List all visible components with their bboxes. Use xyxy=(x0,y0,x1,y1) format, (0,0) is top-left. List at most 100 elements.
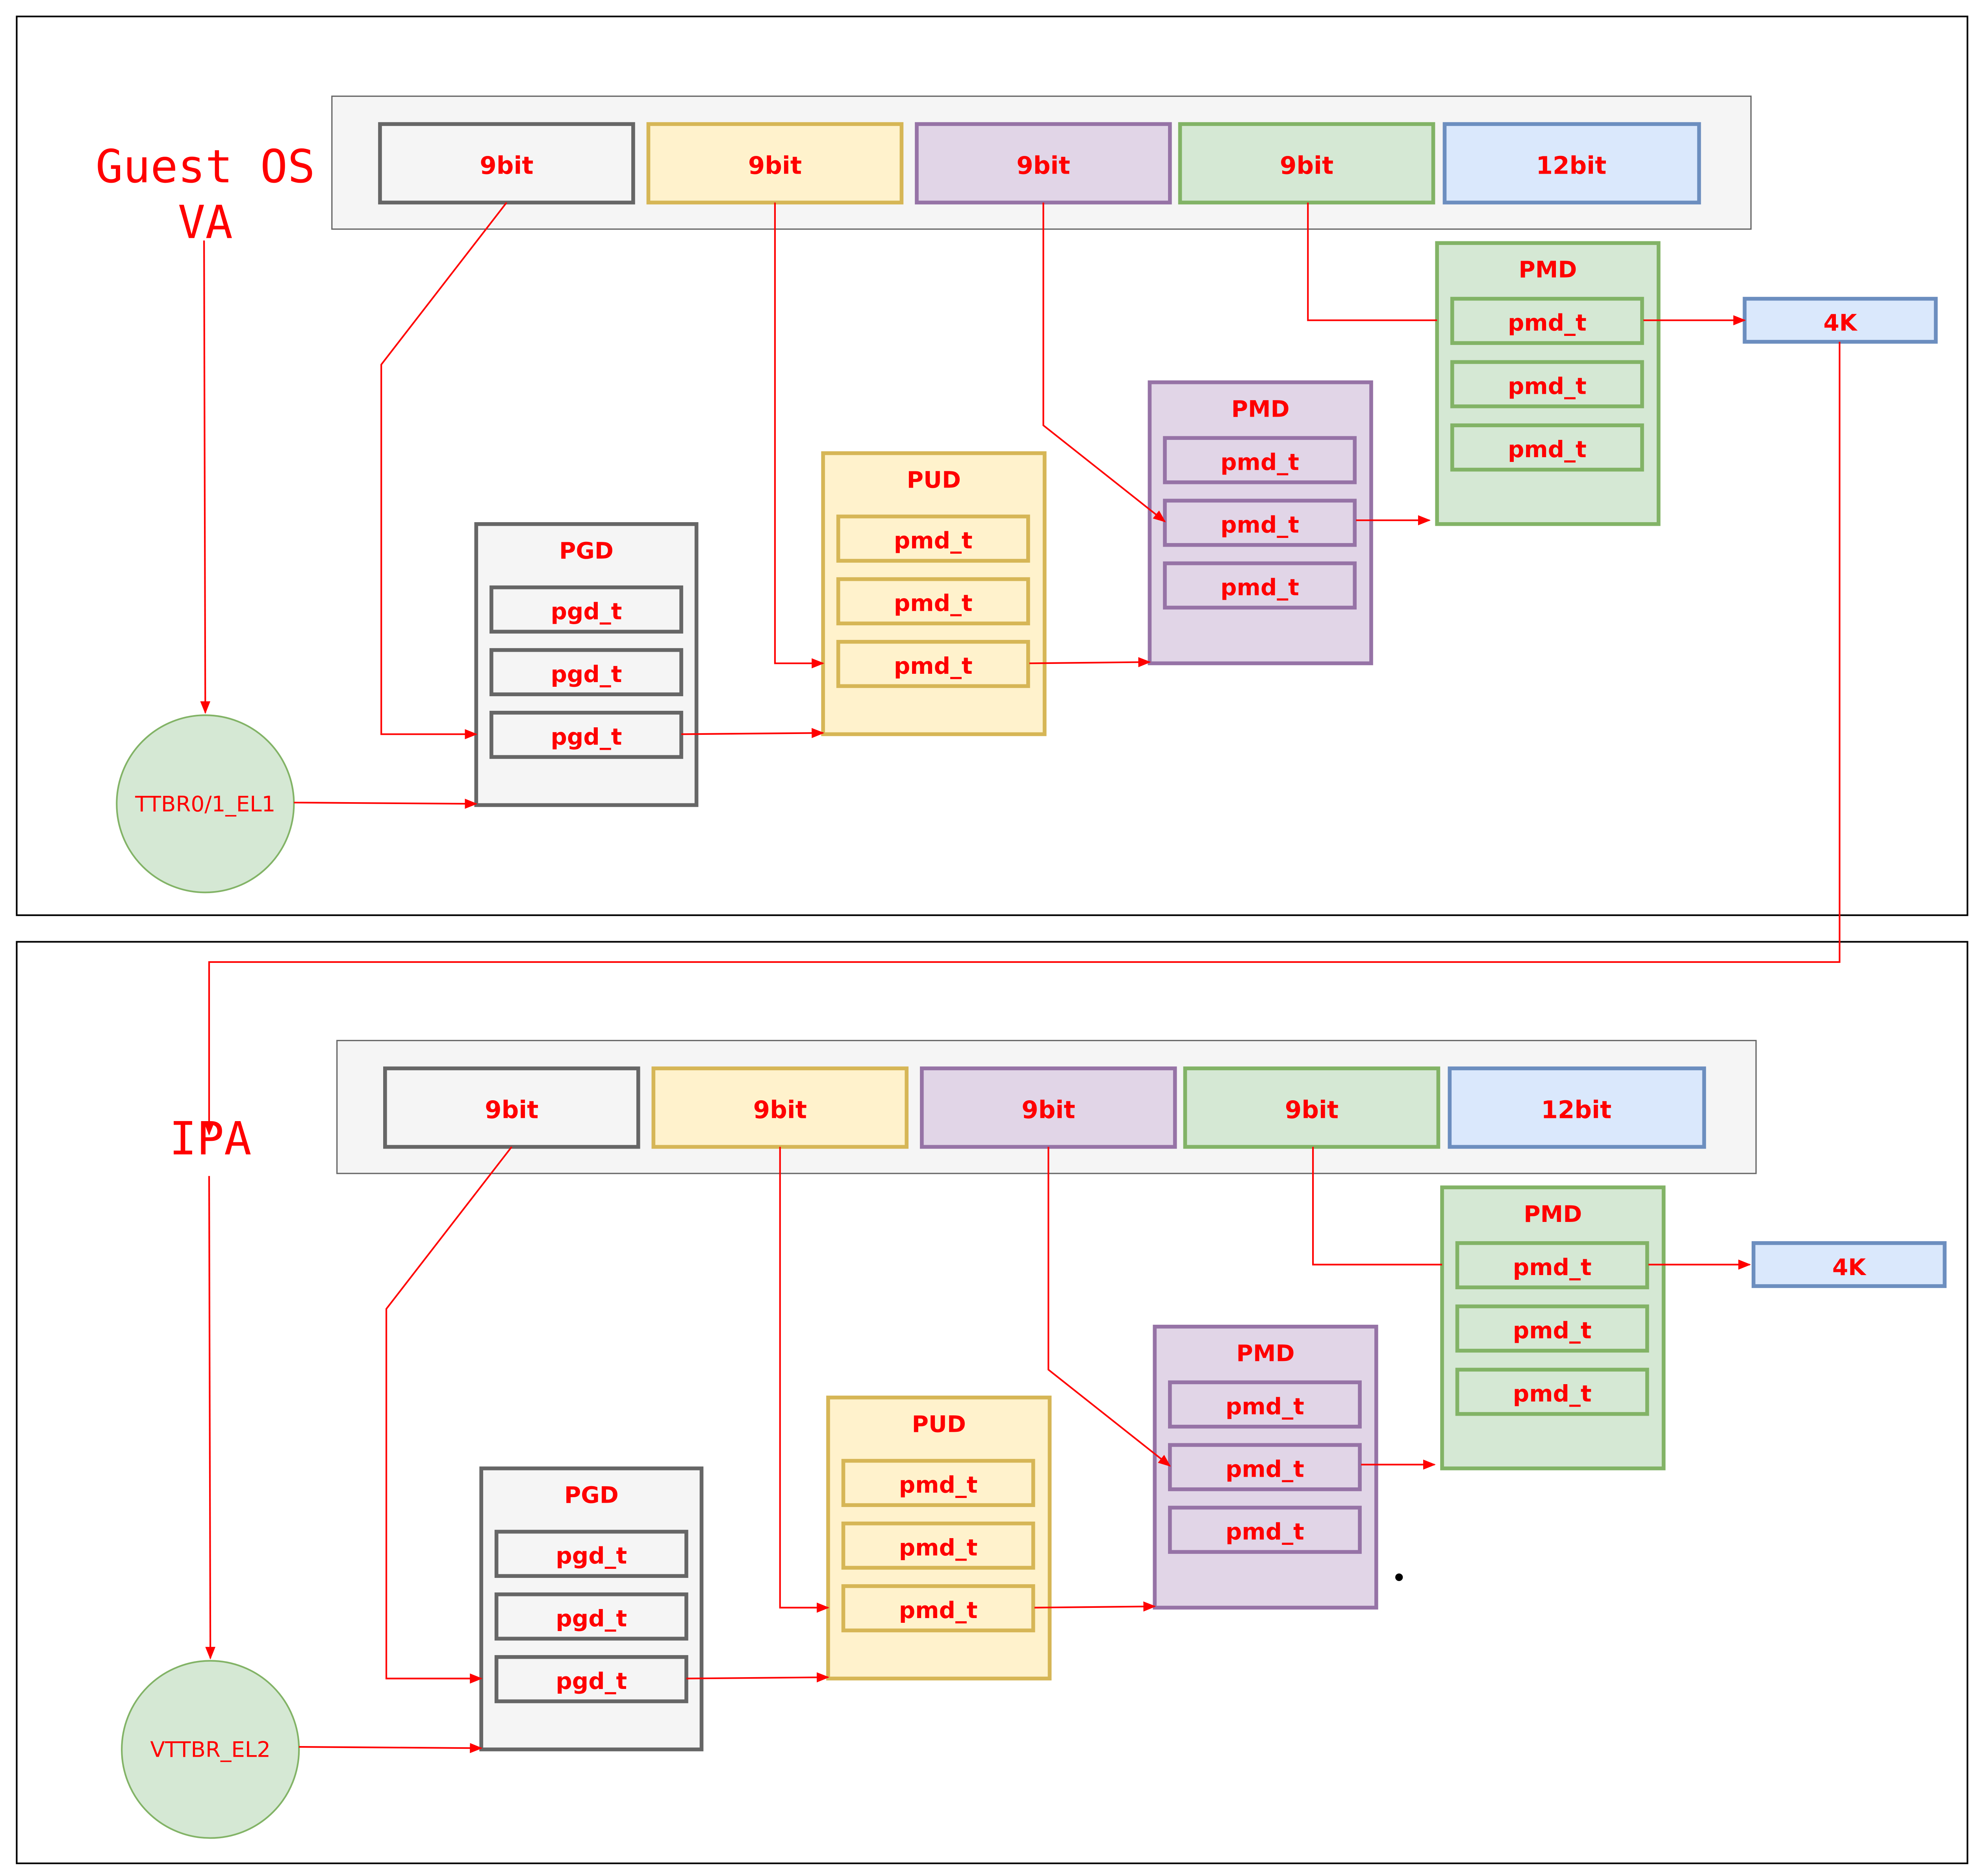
stray-dot xyxy=(1395,1573,1403,1581)
ipa-pud-table-title: PUD xyxy=(912,1411,966,1437)
ipa-address-field-5 xyxy=(1448,1066,1706,1149)
ipa-pmd-last-entry-1 xyxy=(1455,1241,1649,1290)
guest-pgd-to-pud-arrow xyxy=(681,728,825,738)
guest-pgd-entry-label-1: pgd_t xyxy=(551,598,622,625)
ipa-pmd-entry-3 xyxy=(1168,1505,1362,1554)
ipa-pmd-entry-1 xyxy=(1168,1380,1362,1429)
guest-pud-to-pmd-arrow xyxy=(1029,657,1151,667)
ipa-pgd-entry-label-3: pgd_t xyxy=(556,1668,627,1694)
guest-pmd-table-title: PMD xyxy=(1231,395,1290,422)
ipa-address-field-label-5: 12bit xyxy=(1541,1096,1611,1124)
ipa-pmd-last-table-title: PMD xyxy=(1524,1201,1582,1227)
ipa-pgd-entry-label-1: pgd_t xyxy=(556,1542,627,1569)
ipa-page-4k xyxy=(1751,1241,1947,1288)
ipa-pmd-entry-2 xyxy=(1168,1443,1362,1491)
guest-pgd-entry-label-2: pgd_t xyxy=(551,661,622,688)
guest-pgd-entry-2 xyxy=(489,648,683,697)
guest-title-to-register-arrow xyxy=(200,240,211,714)
guest-pud-table-title: PUD xyxy=(907,466,961,493)
guest-pud-entry-2 xyxy=(836,577,1030,625)
ipa-pmd-last-entry-label-3: pmd_t xyxy=(1513,1380,1592,1407)
ipa-address-field-label-4: 9bit xyxy=(1285,1096,1339,1124)
ipa-address-field-label-1: 9bit xyxy=(485,1096,538,1124)
guest-address-field-label-2: 9bit xyxy=(748,152,802,180)
guest-pud-entry-1 xyxy=(836,514,1030,563)
ipa-field1-to-pgd-arrow xyxy=(385,1146,512,1684)
ipa-pmd-last-entry-3 xyxy=(1455,1368,1649,1416)
guest-pmd-last-table-title: PMD xyxy=(1518,256,1577,283)
guest-pmd-entry-1 xyxy=(1163,436,1357,484)
guest-address-field-2 xyxy=(646,122,904,205)
ipa-pud-entry-1 xyxy=(841,1459,1035,1507)
ipa-pgd-entry-3 xyxy=(494,1655,688,1704)
guest-pud-entry-3 xyxy=(836,640,1030,688)
guest-field4-to-pmd-arrow xyxy=(1307,202,1437,321)
ipa-register-to-pgd-arrow xyxy=(299,1743,483,1753)
ipa-pmd-last-entry-label-1: pmd_t xyxy=(1513,1254,1592,1281)
guest-address-field-label-4: 9bit xyxy=(1280,152,1333,180)
guest-panel-frame xyxy=(16,15,1969,916)
guest-pmd-last-entry-1 xyxy=(1450,297,1644,345)
ipa-pmd-last-entry-label-2: pmd_t xyxy=(1513,1317,1592,1344)
ipa-pud-to-pmd-arrow xyxy=(1034,1601,1156,1612)
guest-pud-entry-label-1: pmd_t xyxy=(894,527,973,554)
ipa-address-field-3 xyxy=(920,1066,1177,1149)
ipa-register-circle xyxy=(121,1660,300,1839)
guest-pmd-entry-2 xyxy=(1163,499,1357,547)
ipa-pmd-entry-label-2: pmd_t xyxy=(1226,1456,1304,1483)
ipa-address-field-label-3: 9bit xyxy=(1022,1096,1075,1124)
ipa-pgd-entry-label-2: pgd_t xyxy=(556,1605,627,1632)
guest-address-field-5 xyxy=(1442,122,1701,205)
ipa-field2-to-pud-arrow xyxy=(779,1147,830,1613)
ipa-pud-entry-3 xyxy=(841,1584,1035,1633)
guest-field2-to-pud-arrow xyxy=(774,202,825,669)
ipa-page-4k-label: 4K xyxy=(1832,1254,1867,1281)
ipa-pud-entry-label-2: pmd_t xyxy=(899,1534,978,1561)
ipa-panel-frame xyxy=(16,941,1969,1864)
ipa-pgd-entry-1 xyxy=(494,1529,688,1578)
guest-address-field-label-5: 12bit xyxy=(1536,152,1606,180)
ipa-pgd-to-pud-arrow xyxy=(686,1672,830,1683)
guest-pgd-table-title: PGD xyxy=(559,537,614,564)
ipa-pmd-last-entry-2 xyxy=(1455,1304,1649,1353)
guest-pmd-last-entry-3 xyxy=(1450,423,1644,472)
ipa-address-field-1 xyxy=(383,1066,640,1149)
ipa-title-to-register-arrow xyxy=(205,1176,215,1660)
ipa-field3-to-pmd-arrow xyxy=(1048,1147,1171,1467)
ipa-pgd-entry-2 xyxy=(494,1592,688,1641)
guest-address-field-4 xyxy=(1178,122,1435,205)
ipa-pmd-table-title: PMD xyxy=(1237,1340,1295,1366)
guest-pmd-last-entry-label-2: pmd_t xyxy=(1508,373,1587,399)
ipa-pud-entry-label-1: pmd_t xyxy=(899,1472,978,1498)
guest-pmd-last-entry-label-3: pmd_t xyxy=(1508,436,1587,463)
ipa-title: IPA xyxy=(169,1113,252,1166)
guest-pmd-last-entry-label-1: pmd_t xyxy=(1508,310,1587,336)
ipa-pud-entry-2 xyxy=(841,1521,1035,1570)
guest-page-4k-label: 4K xyxy=(1823,310,1858,336)
guest-pud-entry-label-2: pmd_t xyxy=(894,590,973,617)
guest-pmd-entry-label-1: pmd_t xyxy=(1220,449,1299,475)
guest-pmd-entry-label-2: pmd_t xyxy=(1220,511,1299,538)
ipa-pmd-entry-label-1: pmd_t xyxy=(1226,1393,1304,1420)
guest-pgd-entry-label-3: pgd_t xyxy=(551,723,622,750)
guest-pgd-entry-3 xyxy=(489,710,683,759)
guest-address-field-label-3: 9bit xyxy=(1016,152,1070,180)
guest-pmd-entry-label-3: pmd_t xyxy=(1220,574,1299,601)
guest-field3-to-pmd-arrow xyxy=(1042,202,1166,523)
guest-address-field-3 xyxy=(915,122,1172,205)
guest-register-circle xyxy=(116,714,295,894)
ipa-field4-to-pmd-arrow xyxy=(1312,1147,1442,1266)
ipa-address-field-label-2: 9bit xyxy=(753,1096,807,1124)
ipa-pgd-table-title: PGD xyxy=(564,1481,619,1508)
ipa-register-label: VTTBR_EL2 xyxy=(150,1737,271,1762)
guest-pmd-entry-3 xyxy=(1163,561,1357,610)
guest-register-label: TTBR0/1_EL1 xyxy=(135,791,275,816)
guest-address-field-label-1: 9bit xyxy=(480,152,533,180)
ipa-address-field-2 xyxy=(651,1066,909,1149)
guest-pgd-entry-1 xyxy=(489,585,683,634)
guest-page-to-ipa-arrow xyxy=(204,341,1841,1136)
